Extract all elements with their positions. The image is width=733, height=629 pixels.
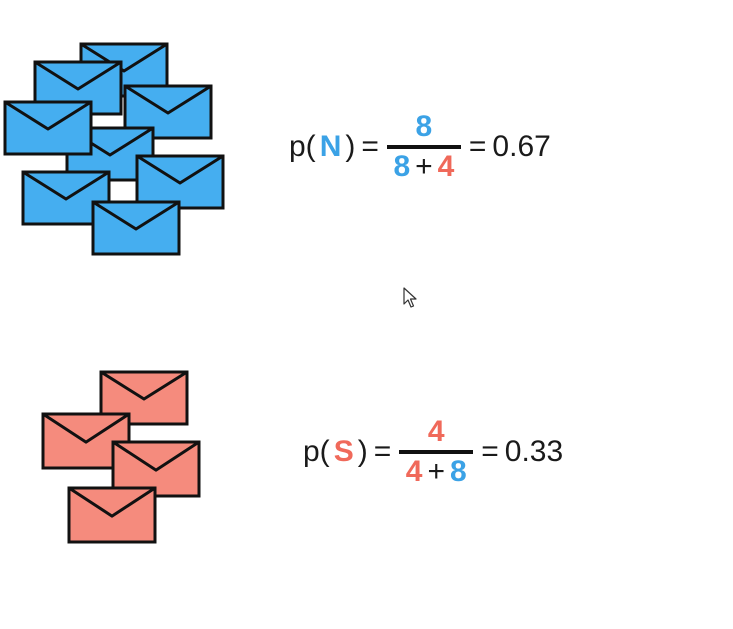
- denominator-spam-count: 4: [437, 150, 455, 183]
- numerator: 8: [415, 110, 433, 143]
- mouse-pointer-icon: [403, 287, 417, 308]
- plus-sign: +: [427, 455, 445, 488]
- prob-suffix: ): [345, 130, 356, 163]
- normal-probability-formula: p( N ) = 8 8 + 4 = 0.67: [289, 112, 551, 182]
- equals-sign: =: [361, 130, 379, 163]
- denominator-normal-count: 8: [450, 455, 467, 488]
- spam-label: S: [333, 435, 354, 468]
- numerator: 4: [427, 415, 445, 448]
- fraction-bar: [386, 145, 461, 149]
- spam-probability-formula: p( S ) = 4 4 + 8 = 0.33: [303, 417, 563, 487]
- equals-sign: =: [481, 435, 499, 468]
- equals-sign: =: [373, 435, 392, 468]
- denominator-normal-count: 8: [393, 150, 411, 183]
- normal-email-stack: [3, 42, 225, 256]
- fraction: 4 4 + 8: [399, 415, 474, 487]
- envelope-icon: [3, 100, 93, 156]
- denominator: 4 + 8: [406, 454, 467, 487]
- prob-prefix: p(: [289, 130, 316, 163]
- denominator: 8 + 4: [393, 149, 454, 182]
- result-value: 0.33: [504, 435, 564, 468]
- normal-label: N: [319, 130, 342, 163]
- prob-prefix: p(: [303, 435, 330, 468]
- envelope-icon: [91, 200, 181, 256]
- equals-sign: =: [468, 130, 487, 163]
- envelope-icon: [135, 154, 225, 210]
- spam-email-stack: [41, 370, 201, 544]
- prob-suffix: ): [357, 435, 368, 468]
- fraction: 8 8 + 4: [386, 110, 461, 182]
- envelope-icon: [67, 486, 157, 544]
- result-value: 0.67: [492, 130, 551, 163]
- fraction-bar: [399, 450, 474, 454]
- denominator-spam-count: 4: [405, 455, 423, 488]
- plus-sign: +: [415, 150, 433, 183]
